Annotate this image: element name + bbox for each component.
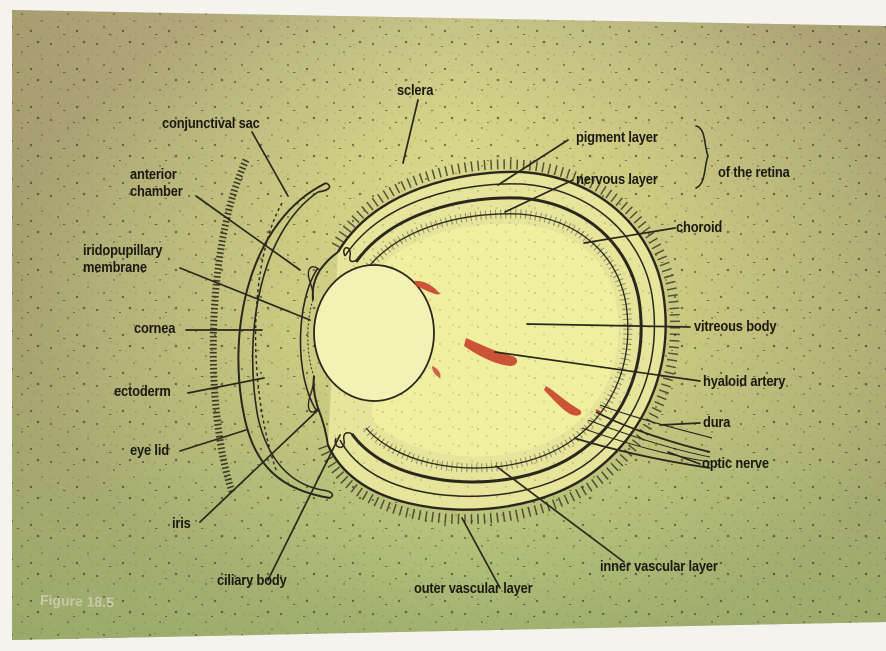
label-anterior-chamber: anterior chamber — [130, 166, 183, 200]
label-pigment-layer: pigment layer — [576, 129, 658, 146]
label-ectoderm: ectoderm — [114, 383, 171, 400]
label-choroid: choroid — [676, 219, 722, 236]
label-optic-nerve: optic nerve — [702, 455, 769, 472]
label-sclera: sclera — [397, 82, 433, 99]
label-outer-vascular-layer: outer vascular layer — [414, 580, 532, 597]
label-ciliary-body: ciliary body — [217, 572, 287, 589]
figure-caption: Figure 18.5 — [40, 592, 114, 611]
label-nervous-layer: nervous layer — [576, 171, 658, 188]
label-inner-vascular-layer: inner vascular layer — [600, 558, 718, 575]
label-of-the-retina: of the retina — [718, 164, 790, 181]
label-eye-lid: eye lid — [130, 442, 169, 459]
label-conjunctival-sac: conjunctival sac — [162, 115, 260, 132]
label-vitreous-body: vitreous body — [694, 318, 776, 335]
label-dura: dura — [703, 414, 730, 431]
label-cornea: cornea — [134, 320, 175, 337]
label-hyaloid-artery: hyaloid artery — [703, 373, 785, 390]
label-iris: iris — [172, 515, 191, 532]
label-iridopupillary-membrane: iridopupillary membrane — [83, 242, 162, 276]
